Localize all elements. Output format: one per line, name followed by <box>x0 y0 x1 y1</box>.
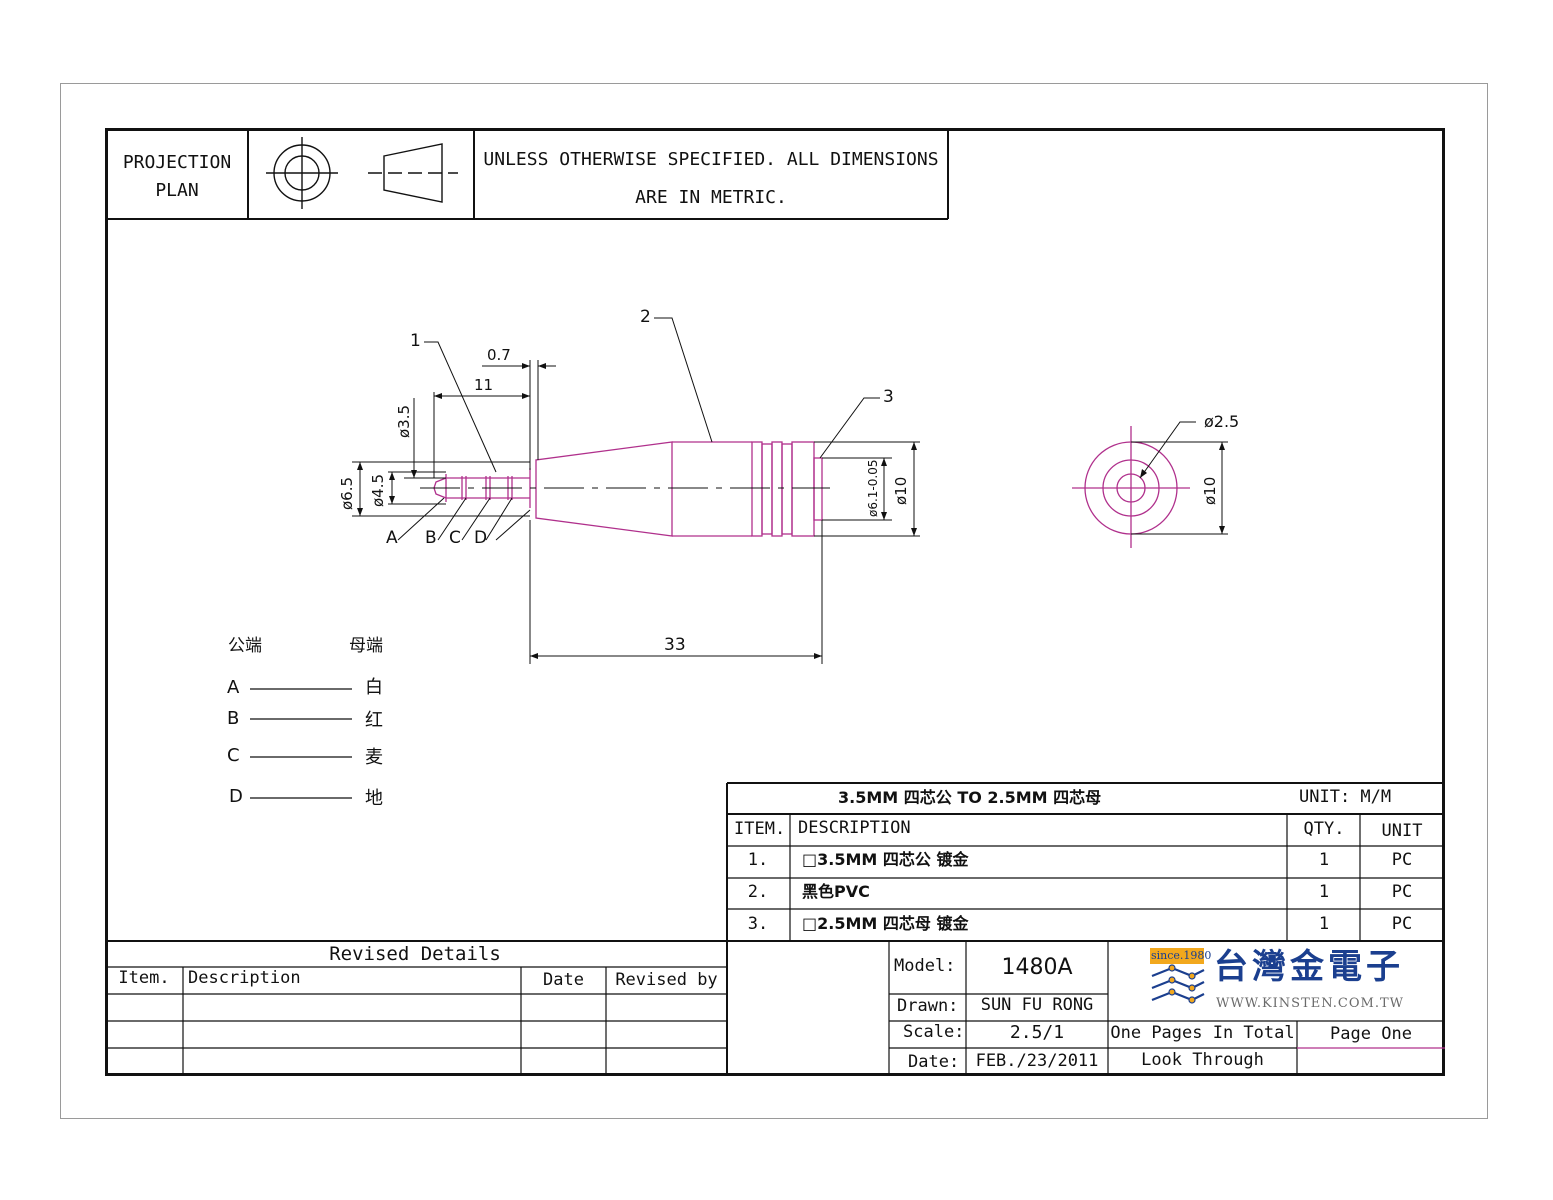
bom-header-unit: UNIT <box>1381 821 1423 841</box>
look-through: Look Through <box>1141 1050 1264 1070</box>
model-label: Model: <box>894 956 956 976</box>
wiring-lines <box>250 688 352 799</box>
wiring-male-a: A <box>227 677 240 698</box>
logo-since: since.1980 <box>1151 949 1212 962</box>
wiring-female-d: 地 <box>365 788 383 809</box>
drawn-value: SUN FU RONG <box>980 995 1094 1015</box>
dia-2-5-label: ø2.5 <box>1204 412 1240 431</box>
callout-1: 1 <box>410 331 421 351</box>
revised-header-item: Item. <box>118 968 170 988</box>
dia-3-5-label: ø3.5 <box>395 404 413 438</box>
plug-end-view <box>1072 426 1190 548</box>
revised-header-description: Description <box>188 968 301 988</box>
outer-frame <box>60 83 1488 1119</box>
wiring-female-a: 白 <box>365 677 383 698</box>
plug-side-view <box>433 441 823 537</box>
wiring-female-c: 麦 <box>365 747 383 768</box>
dimension-note-line2: ARE IN METRIC. <box>635 187 787 208</box>
callout-2: 2 <box>640 307 651 327</box>
wiring-female-b: 红 <box>365 710 383 731</box>
bom-row-2-unit: PC <box>1391 882 1413 902</box>
wiring-male-header: 公端 <box>228 636 262 656</box>
title-block-lines <box>888 941 1445 1076</box>
contact-label-b: B <box>425 528 437 548</box>
bom-title: 3.5MM 四芯公 TO 2.5MM 四芯母 <box>838 788 1102 807</box>
bom-table-lines <box>105 782 1445 1076</box>
projection-symbol-icon <box>266 137 458 209</box>
dia-6-5-label: ø6.5 <box>338 476 356 510</box>
wiring-male-d: D <box>229 786 243 807</box>
callout-3: 3 <box>883 387 894 407</box>
scale-label: Scale: <box>903 1022 965 1042</box>
dim-0-7: 0.7 <box>487 346 511 364</box>
model-value: 1480A <box>1001 955 1073 980</box>
bom-row-3-item: 3. <box>747 914 769 934</box>
dia-10-end-label: ø10 <box>1201 476 1219 505</box>
wiring-male-b: B <box>227 708 240 729</box>
dimension-note-line1: UNLESS OTHERWISE SPECIFIED. ALL DIMENSIO… <box>483 149 939 170</box>
dia-4-5-label: ø4.5 <box>369 473 387 507</box>
revised-header-revised-by: Revised by <box>615 970 718 990</box>
projection-plan-label: PLAN <box>155 180 199 201</box>
bom-row-1-description: □3.5MM 四芯公 镀金 <box>802 850 969 869</box>
end-view-dimensions <box>1131 421 1228 535</box>
dia-6-1-label: ø6.1-0.05 <box>866 459 880 517</box>
dia-10-side-label: ø10 <box>892 476 910 505</box>
scale-value: 2.5/1 <box>1009 1022 1065 1043</box>
bom-row-2-item: 2. <box>747 882 769 902</box>
projection-label: PROJECTION <box>122 152 232 173</box>
contact-label-d: D <box>474 528 488 548</box>
revised-table-lines <box>105 966 727 1076</box>
bom-row-3-description: □2.5MM 四芯母 镀金 <box>802 914 969 933</box>
logo-website: WWW.KINSTEN.COM.TW <box>1216 996 1404 1011</box>
dimension-arrows <box>357 363 917 659</box>
end-view-arrows <box>1140 442 1225 534</box>
wiring-female-header: 母端 <box>349 636 383 656</box>
bom-row-2-qty: 1 <box>1318 882 1330 902</box>
dimension-lines <box>352 317 920 664</box>
revised-details-title: Revised Details <box>329 943 501 965</box>
drawn-label: Drawn: <box>897 996 959 1016</box>
date-label: Date: <box>908 1052 960 1072</box>
bom-header-qty: QTY. <box>1303 819 1345 839</box>
kinsten-logo-icon <box>1150 948 1205 1004</box>
logo-company-name: 台灣金電子 <box>1214 947 1404 987</box>
bom-row-1-qty: 1 <box>1318 850 1330 870</box>
bom-row-2-description: 黑色PVC <box>802 882 870 901</box>
contact-label-c: C <box>449 528 461 548</box>
bom-row-3-unit: PC <box>1391 914 1413 934</box>
page-number: Page One <box>1330 1024 1412 1044</box>
date-value: FEB./23/2011 <box>975 1051 1099 1071</box>
contact-label-a: A <box>386 528 398 548</box>
dim-33: 33 <box>664 635 686 655</box>
dim-11: 11 <box>474 376 494 394</box>
bom-unit-label: UNIT: M/M <box>1299 787 1392 807</box>
wiring-male-c: C <box>227 745 240 766</box>
bom-header-item: ITEM. <box>734 819 786 839</box>
bom-row-3-qty: 1 <box>1318 914 1330 934</box>
pages-total: One Pages In Total <box>1110 1023 1295 1043</box>
header-block-lines <box>105 128 949 220</box>
bom-row-1-unit: PC <box>1391 850 1413 870</box>
bom-header-description: DESCRIPTION <box>798 818 911 838</box>
revised-header-date: Date <box>543 970 584 990</box>
drawing-sheet <box>105 128 1445 1076</box>
bom-row-1-item: 1. <box>747 850 769 870</box>
